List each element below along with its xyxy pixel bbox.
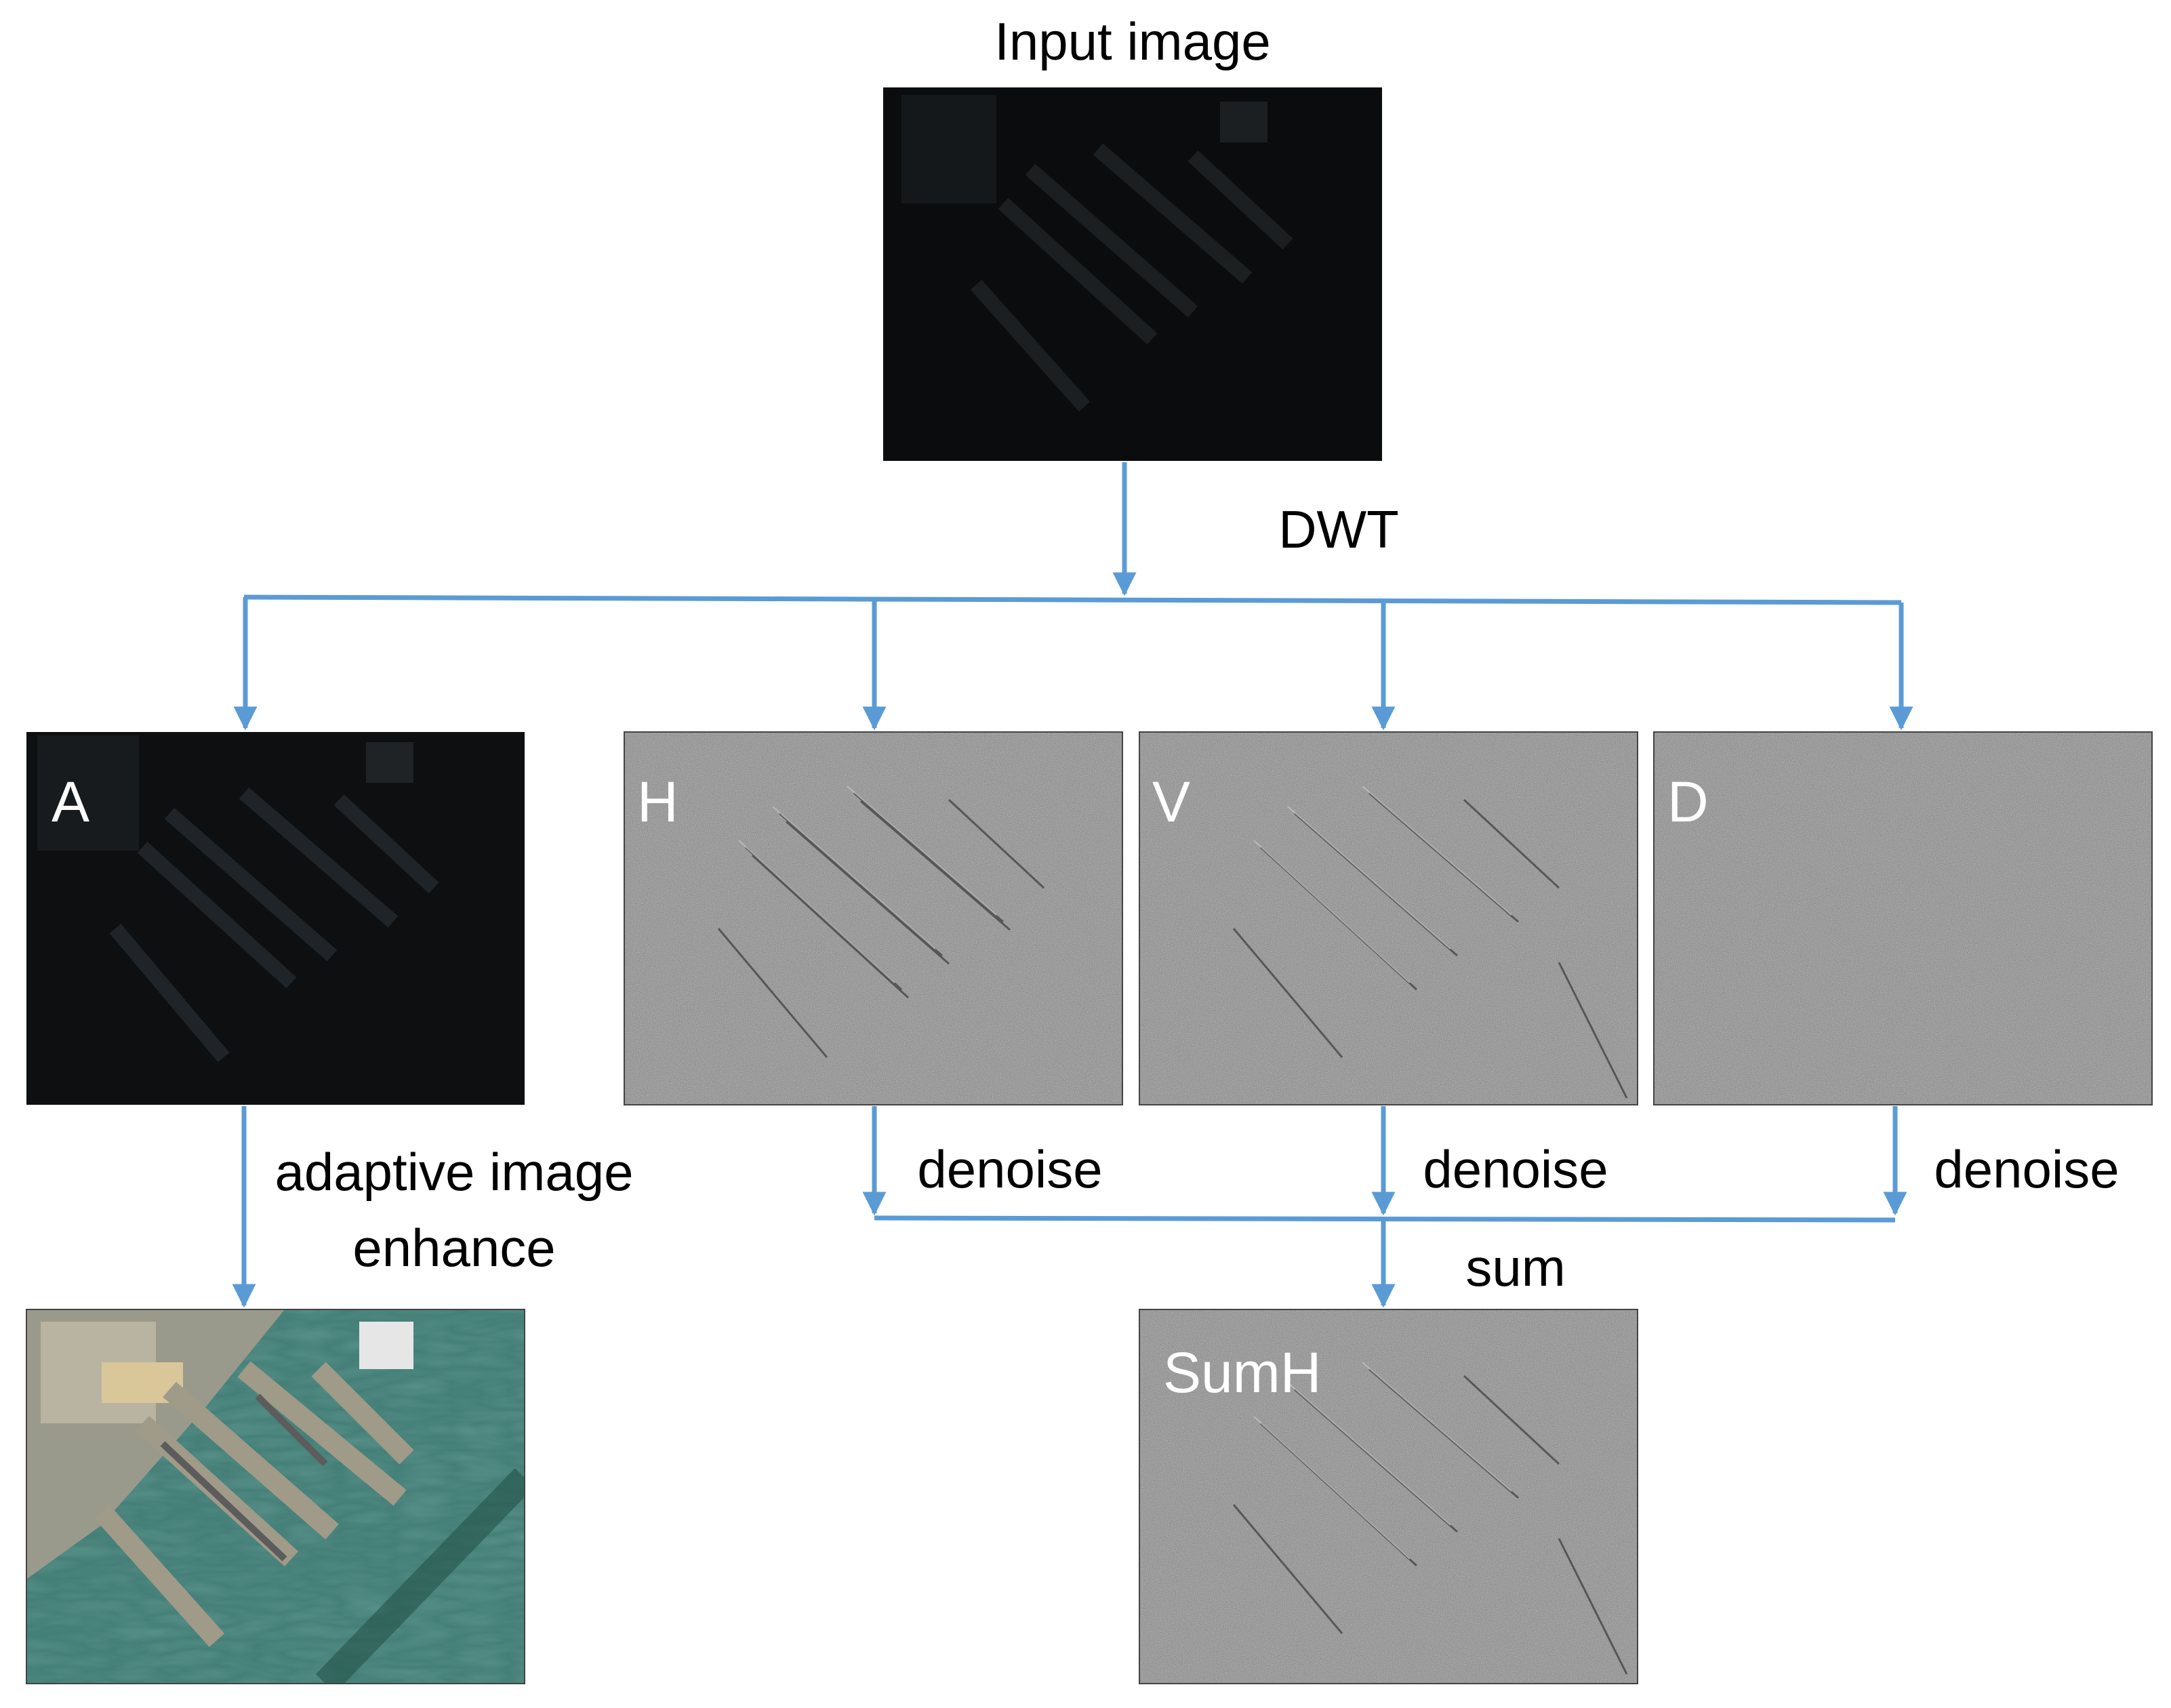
- approximation-image-a: A: [26, 732, 525, 1105]
- sum-detail-image-sumh: SumH: [1139, 1309, 1638, 1684]
- denoise-label-h: denoise: [917, 1139, 1102, 1199]
- denoise-label-v: denoise: [1423, 1139, 1608, 1199]
- panel-borders: [26, 731, 2153, 1684]
- denoise-label-d: denoise: [1934, 1139, 2119, 1199]
- panel-label-a: A: [52, 770, 89, 834]
- sum-label: sum: [1465, 1238, 1565, 1297]
- enhance-label-line1: adaptive image: [275, 1142, 633, 1202]
- dwt-bus: [243, 594, 1902, 605]
- vertical-detail-image-v: V: [1139, 732, 1638, 1105]
- panel-label-h: H: [637, 770, 678, 834]
- panel-label-d: D: [1667, 770, 1709, 834]
- enhanced-image: [26, 1309, 525, 1684]
- diagonal-detail-image-d: D: [1654, 732, 2152, 1105]
- input-image-label: Input image: [994, 12, 1271, 71]
- horizontal-detail-image-h: H: [624, 732, 1122, 1105]
- panel-label-v: V: [1152, 770, 1190, 834]
- input-image: [883, 87, 1382, 461]
- enhance-label-line2: enhance: [352, 1218, 555, 1278]
- dwt-label: DWT: [1278, 500, 1399, 559]
- connectors: [232, 462, 1913, 1308]
- panel-label-sumh: SumH: [1163, 1341, 1321, 1404]
